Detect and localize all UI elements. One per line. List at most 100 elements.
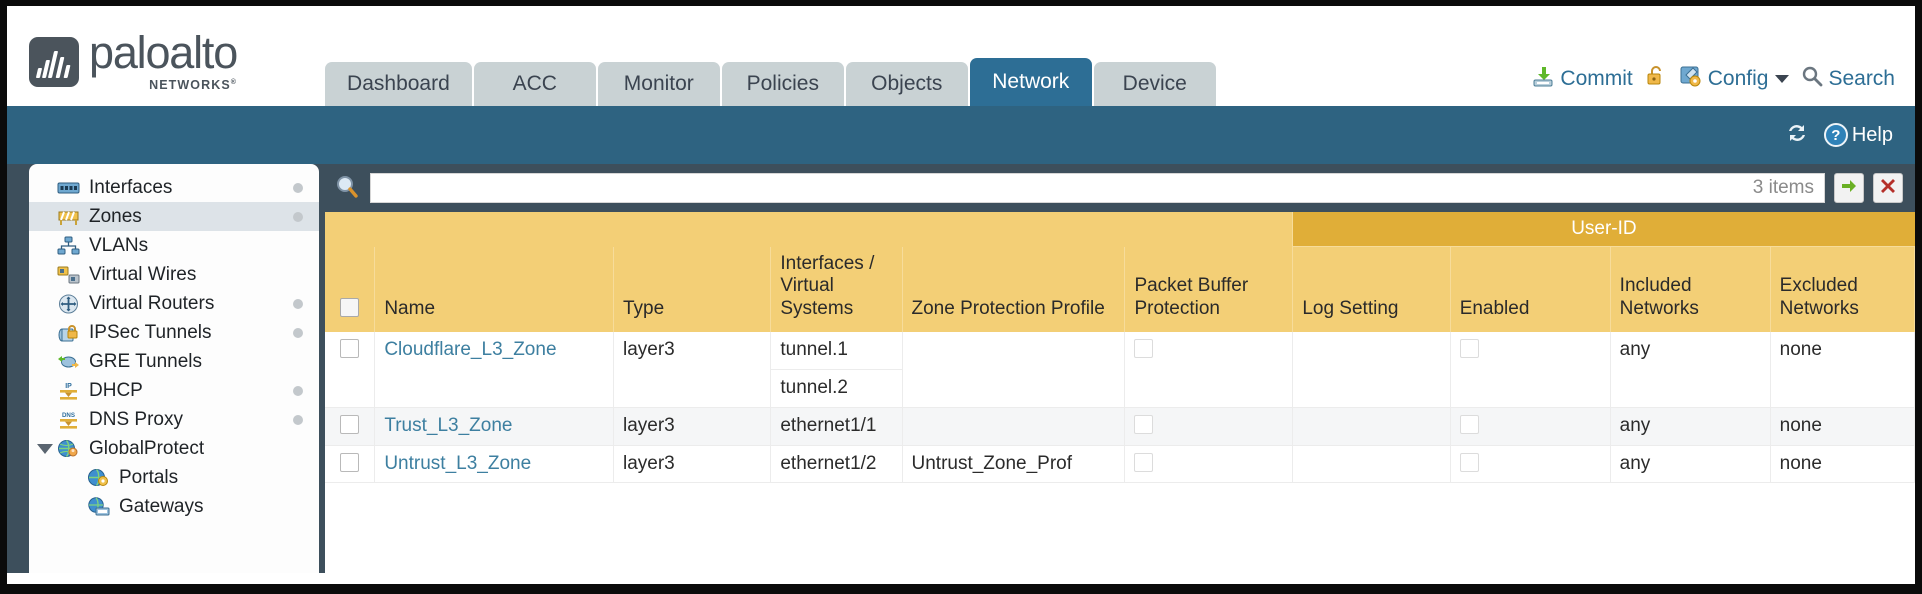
row-select-cell	[325, 445, 376, 484]
sidebar-item-label: Virtual Routers	[89, 292, 215, 314]
zone-link[interactable]: Cloudflare_L3_Zone	[384, 339, 557, 361]
cell-excluded-networks: none	[1770, 407, 1915, 446]
virtual-routers-icon	[57, 294, 80, 314]
zone-link[interactable]: Untrust_L3_Zone	[384, 452, 532, 474]
sidebar-item-gateways[interactable]: Gateways	[29, 492, 319, 521]
column-header-log-setting[interactable]: Log Setting	[1292, 246, 1451, 333]
filter-field[interactable]: 3 items	[370, 173, 1825, 203]
sidebar-item-label: Zones	[89, 205, 142, 227]
commit-button[interactable]: Commit	[1531, 64, 1633, 94]
table-row[interactable]: Cloudflare_L3_Zone layer3 tunnel.1 tunne…	[325, 332, 1915, 408]
sidebar-item-label: Virtual Wires	[89, 263, 197, 285]
interfaces-icon	[57, 178, 80, 198]
item-count-label: 3 items	[1752, 177, 1814, 198]
cell-name: Cloudflare_L3_Zone	[374, 332, 614, 408]
cell-log-setting	[1292, 445, 1451, 484]
cell-name: Trust_L3_Zone	[374, 407, 614, 446]
interface-item: ethernet1/2	[780, 452, 877, 474]
sidebar-item-label: Gateways	[119, 495, 204, 517]
chevron-down-icon	[1775, 75, 1790, 83]
magnifier-icon[interactable]	[335, 175, 361, 201]
packet-buffer-protection-checkbox[interactable]	[1134, 452, 1154, 472]
table-head: User-ID Name Type Interfaces / Virtual S…	[325, 212, 1915, 333]
paloalto-logo-icon	[29, 37, 79, 88]
tab-objects[interactable]: Objects	[845, 61, 968, 106]
search-input[interactable]	[381, 177, 1753, 199]
sidebar-item-label: GRE Tunnels	[89, 350, 202, 372]
cell-user-id-enabled	[1450, 332, 1611, 408]
zones-panel: 3 items	[325, 164, 1915, 573]
select-all-checkbox[interactable]	[340, 297, 360, 317]
help-button[interactable]: ? Help	[1823, 123, 1893, 147]
zones-table-container: User-ID Name Type Interfaces / Virtual S…	[325, 212, 1915, 573]
sidebar-item-portals[interactable]: Portals	[29, 463, 319, 492]
status-dot	[293, 385, 303, 396]
column-header-excluded-networks[interactable]: Excluded Networks	[1770, 246, 1915, 333]
status-dot	[293, 327, 303, 338]
gateways-icon	[87, 496, 110, 517]
table-row[interactable]: Trust_L3_Zone layer3 ethernet1/1	[325, 407, 1915, 446]
vlans-icon	[57, 236, 80, 256]
cell-packet-buffer-protection	[1124, 407, 1294, 446]
row-checkbox[interactable]	[340, 339, 360, 359]
row-checkbox[interactable]	[340, 414, 360, 434]
tab-policies[interactable]: Policies	[721, 61, 844, 106]
column-header-type[interactable]: Type	[613, 246, 772, 333]
clear-filter-button[interactable]	[1873, 173, 1903, 203]
column-header-zone-protection-profile[interactable]: Zone Protection Profile	[902, 246, 1126, 333]
unlocked-padlock-icon[interactable]	[1645, 64, 1667, 94]
sidebar-item-interfaces[interactable]: Interfaces	[29, 173, 319, 202]
cell-zone-protection-profile	[902, 407, 1126, 446]
column-header-enabled[interactable]: Enabled	[1450, 246, 1611, 333]
packet-buffer-protection-checkbox[interactable]	[1134, 414, 1154, 434]
refresh-icon[interactable]	[1784, 120, 1810, 151]
sidebar-item-virtual-routers[interactable]: Virtual Routers	[29, 289, 319, 318]
sidebar-item-dns-proxy[interactable]: DNS DNS Proxy	[29, 405, 319, 434]
sidebar-item-label: DNS Proxy	[89, 408, 183, 430]
status-dot	[293, 182, 303, 193]
sidebar-item-gre-tunnels[interactable]: GRE Tunnels	[29, 347, 319, 376]
cell-user-id-enabled	[1450, 407, 1611, 446]
tab-monitor[interactable]: Monitor	[597, 61, 720, 106]
expander-triangle-icon[interactable]	[37, 443, 53, 454]
config-menu[interactable]: Config	[1679, 64, 1790, 94]
cell-interfaces: ethernet1/2	[770, 445, 903, 484]
dhcp-icon: IP	[57, 381, 80, 401]
app-body: Interfaces Zones VLANs Vir	[7, 164, 1915, 573]
sidebar-item-vlans[interactable]: VLANs	[29, 231, 319, 260]
tab-acc[interactable]: ACC	[473, 61, 596, 106]
column-header-included-networks[interactable]: Included Networks	[1610, 246, 1771, 333]
sidebar-item-virtual-wires[interactable]: Virtual Wires	[29, 260, 319, 289]
tab-device[interactable]: Device	[1093, 61, 1216, 106]
user-id-enabled-checkbox[interactable]	[1459, 339, 1479, 359]
search-button[interactable]: Search	[1801, 65, 1895, 93]
column-header-interfaces[interactable]: Interfaces / Virtual Systems	[770, 246, 903, 333]
main-nav-tabs: Dashboard ACC Monitor Policies Objects N…	[325, 57, 1216, 106]
sidebar-item-ipsec-tunnels[interactable]: IPSec Tunnels	[29, 318, 319, 347]
packet-buffer-protection-checkbox[interactable]	[1134, 339, 1154, 359]
sidebar-item-zones[interactable]: Zones	[29, 202, 319, 231]
tab-network[interactable]: Network	[969, 57, 1092, 106]
user-id-enabled-checkbox[interactable]	[1459, 414, 1479, 434]
globalprotect-icon	[57, 439, 80, 459]
column-header-name[interactable]: Name	[374, 246, 614, 333]
cell-included-networks: any	[1610, 332, 1771, 408]
sidebar-item-globalprotect[interactable]: GlobalProtect	[29, 434, 319, 463]
column-header-packet-buffer-protection[interactable]: Packet Buffer Protection	[1124, 246, 1294, 333]
user-id-enabled-checkbox[interactable]	[1459, 452, 1479, 472]
sidebar-item-label: DHCP	[89, 379, 143, 401]
cell-excluded-networks: none	[1770, 332, 1915, 408]
commit-label: Commit	[1560, 67, 1633, 90]
magnifier-icon	[1801, 65, 1823, 93]
zone-link[interactable]: Trust_L3_Zone	[384, 414, 513, 436]
apply-filter-button[interactable]	[1834, 173, 1864, 203]
tab-dashboard[interactable]: Dashboard	[325, 61, 472, 106]
interface-item: tunnel.1	[771, 332, 902, 370]
utility-bar: ? Help	[7, 106, 1915, 164]
sidebar-item-dhcp[interactable]: IP DHCP	[29, 376, 319, 405]
sidebar-item-label: GlobalProtect	[89, 437, 205, 459]
row-checkbox[interactable]	[340, 452, 360, 472]
svg-text:IP: IP	[65, 383, 72, 390]
table-row[interactable]: Untrust_L3_Zone layer3 ethernet1/2 Untru…	[325, 445, 1915, 484]
